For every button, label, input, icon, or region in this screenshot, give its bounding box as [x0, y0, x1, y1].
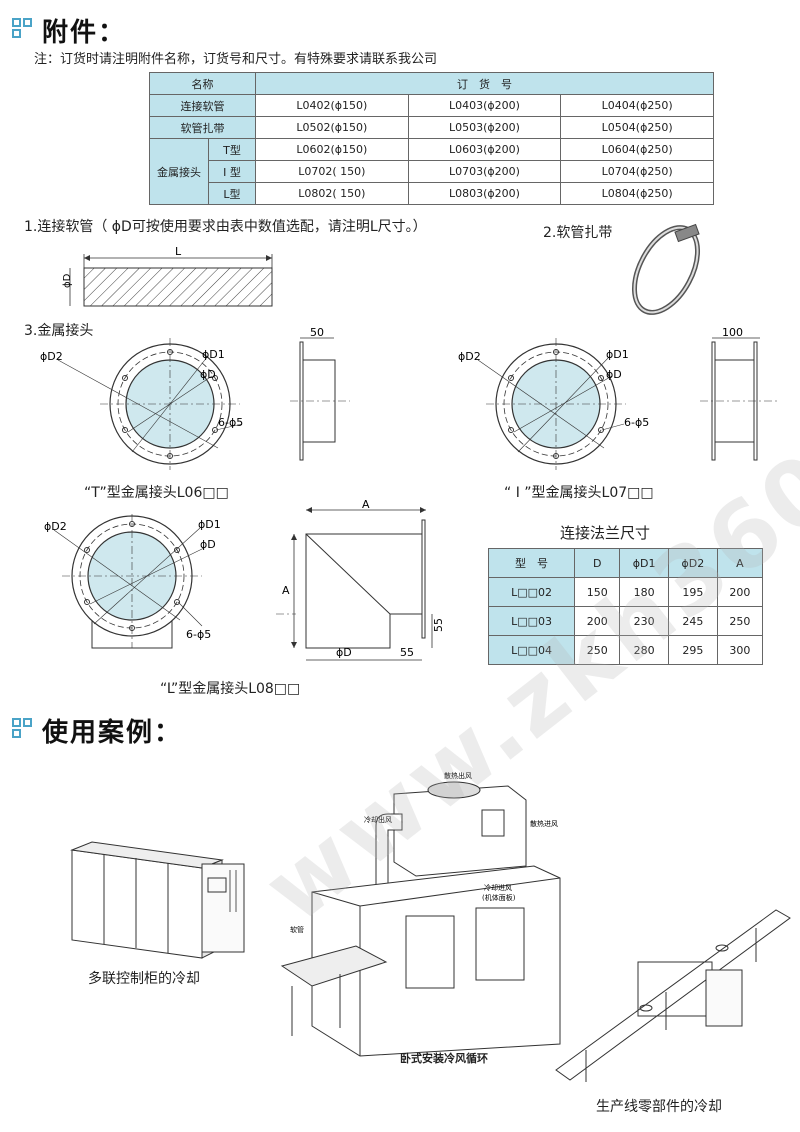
production-line-caption: 生产线零部件的冷却 — [596, 1099, 722, 1115]
section-title-examples: 使用案例： — [42, 718, 183, 748]
t-joint-caption: “T”型金属接头L06□□ — [84, 485, 229, 501]
svg-text:ϕD1: ϕD1 — [606, 348, 629, 361]
svg-text:55: 55 — [432, 618, 445, 632]
t-joint-flange-front: ϕD2 ϕD1 ϕD 6-ϕ5 — [40, 338, 243, 470]
section-title-accessories: 附件： — [42, 18, 127, 48]
cabinet-caption: 多联控制柜的冷却 — [88, 971, 200, 987]
svg-text:ϕD2: ϕD2 — [458, 350, 481, 363]
svg-text:冷却出风: 冷却出风 — [364, 815, 392, 824]
svg-text:ϕD1: ϕD1 — [202, 348, 225, 361]
svg-text:100: 100 — [722, 326, 743, 339]
flange-dimension-table: 型 号 D ϕD1 ϕD2 A L□□02 150 180 195 200 L□… — [487, 548, 764, 665]
i-joint-flange-front: ϕD2 ϕD1 ϕD 6-ϕ5 — [458, 338, 649, 470]
svg-text:6-ϕ5: 6-ϕ5 — [186, 628, 211, 641]
svg-text:软管: 软管 — [290, 925, 304, 934]
hose-length-label: L — [175, 245, 182, 258]
svg-text:55: 55 — [400, 646, 414, 659]
svg-text:冷却进风: 冷却进风 — [484, 883, 512, 892]
i-joint-caption: “ I ”型金属接头L07□□ — [504, 485, 654, 501]
table-row: I 型 L0702( 150) L0703(ϕ200) L0704(ϕ250) — [150, 160, 714, 183]
hose-title: 1.连接软管（ ϕD可按使用要求由表中数值选配，请注明L尺寸。） — [24, 219, 427, 235]
l-joint-side-view: A A 55 ϕD 55 — [276, 498, 445, 661]
hose-band-image — [631, 223, 701, 315]
svg-text:50: 50 — [310, 326, 324, 339]
horizontal-install-illustration: 散热出风 散热进风 冷却出风 冷却进风 (机体面板) 软管 — [280, 771, 561, 1057]
table-header-order: 订 货 号 — [255, 72, 714, 95]
table-row: 软管扎带 L0502(ϕ150) L0503(ϕ200) L0504(ϕ250) — [149, 116, 714, 139]
hose-drawing: L ϕD — [62, 245, 273, 307]
table-header-name: 名称 — [149, 72, 256, 95]
l-joint-flange-front: ϕD2 ϕD1 ϕD 6-ϕ5 — [44, 514, 221, 649]
center-caption: 卧式安装冷风循环 — [400, 1052, 488, 1065]
control-cabinet-illustration — [70, 841, 245, 959]
svg-text:ϕD: ϕD — [200, 368, 216, 381]
section-icon — [12, 18, 34, 40]
svg-text:ϕD: ϕD — [200, 538, 216, 551]
section-icon — [12, 718, 34, 740]
band-title: 2.软管扎带 — [543, 225, 613, 241]
table-row: L型 L0802( 150) L0803(ϕ200) L0804(ϕ250) — [150, 182, 714, 205]
svg-text:ϕD: ϕD — [606, 368, 622, 381]
production-line-illustration — [555, 909, 791, 1082]
table-row: 连接软管 L0402(ϕ150) L0403(ϕ200) L0404(ϕ250) — [149, 94, 714, 117]
l-joint-caption: “L”型金属接头L08□□ — [160, 681, 301, 697]
table-row: L□□04 250 280 295 300 — [487, 635, 764, 665]
table-row: 金属接头 T型 L0602(ϕ150) L0603(ϕ200) L0604(ϕ2… — [149, 138, 714, 205]
i-joint-side-view: 100 — [700, 326, 780, 461]
t-joint-side-view: 50 — [290, 326, 350, 461]
svg-text:6-ϕ5: 6-ϕ5 — [218, 416, 243, 429]
svg-text:ϕD: ϕD — [336, 646, 352, 659]
svg-text:A: A — [362, 498, 370, 511]
metal-joint-title: 3.金属接头 — [24, 323, 94, 339]
svg-text:6-ϕ5: 6-ϕ5 — [624, 416, 649, 429]
table-row: L□□03 200 230 245 250 — [487, 606, 764, 636]
svg-text:A: A — [282, 584, 290, 597]
svg-text:ϕD2: ϕD2 — [40, 350, 63, 363]
flange-table-title: 连接法兰尺寸 — [560, 524, 651, 542]
svg-text:ϕD1: ϕD1 — [198, 518, 221, 531]
svg-text:散热进风: 散热进风 — [530, 819, 558, 828]
svg-text:ϕD2: ϕD2 — [44, 520, 67, 533]
hose-diameter-label: ϕD — [62, 273, 73, 288]
accessories-table: 名称 订 货 号 连接软管 L0402(ϕ150) L0403(ϕ200) L0… — [149, 72, 714, 205]
order-note: 注：订货时请注明附件名称，订货号和尺寸。有特殊要求请联系我公司 — [34, 52, 438, 67]
svg-text:散热出风: 散热出风 — [444, 771, 472, 780]
svg-text:(机体面板): (机体面板) — [482, 893, 516, 902]
